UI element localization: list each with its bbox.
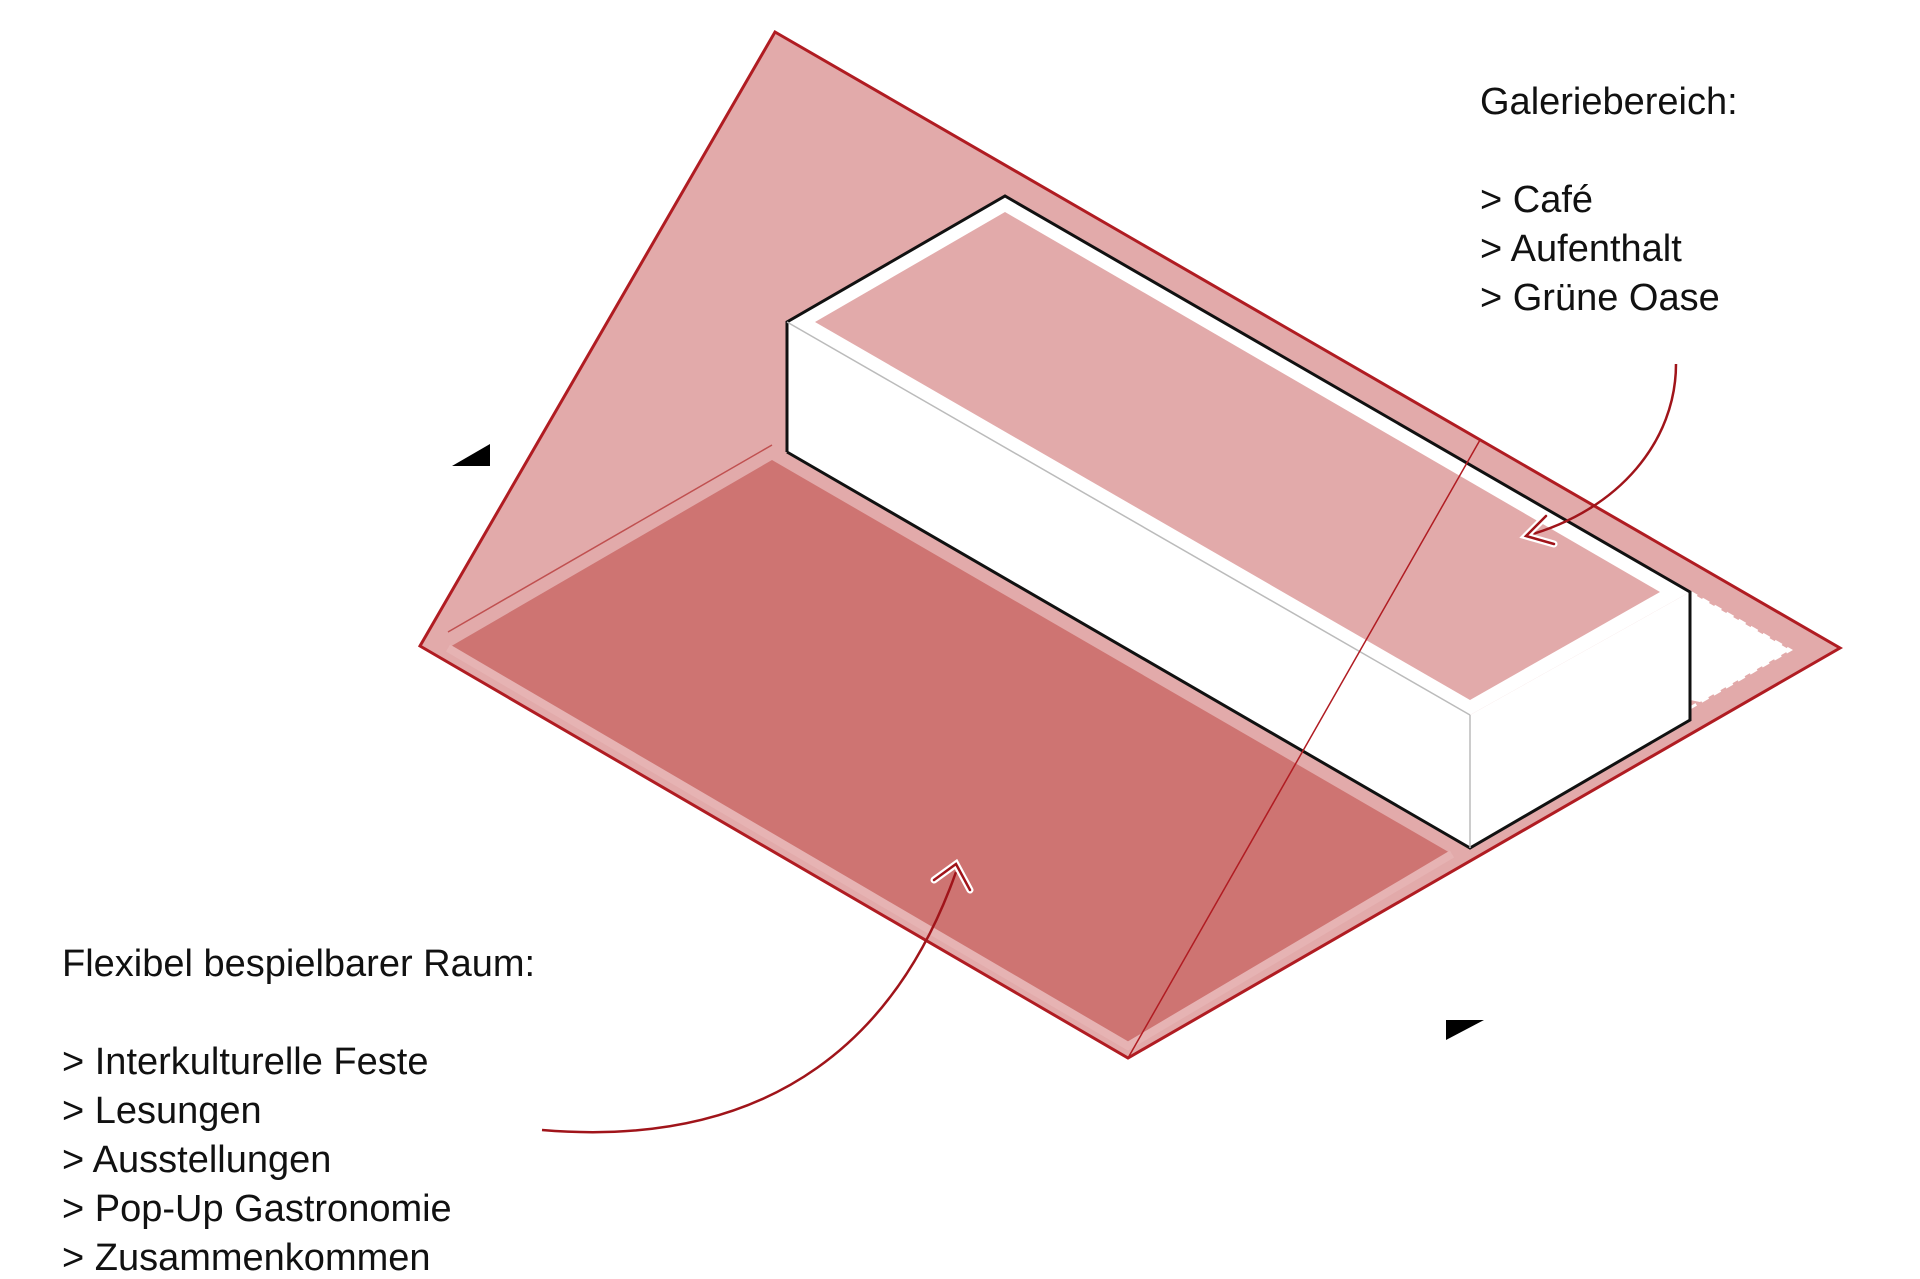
gallery-arrowhead-inner — [1523, 514, 1556, 546]
section-marker-left — [452, 444, 490, 466]
gallery-item: > Café — [1480, 179, 1594, 221]
gallery-label-block: Galeriebereich: > Café > Aufenthalt > Gr… — [1480, 78, 1738, 323]
building-front-face — [787, 322, 1470, 848]
flex-space-heading: Flexibel bespielbarer Raum: — [62, 943, 536, 985]
plaza-area — [448, 460, 1452, 1046]
section-line — [1127, 439, 1481, 1059]
building-front-top-edge — [786, 321, 1471, 716]
plaza-border-band — [445, 644, 1455, 1051]
plaza-arrowhead-inner — [932, 862, 972, 892]
section-marker-right — [1446, 1020, 1484, 1040]
flex-space-item: > Interkulturelle Feste — [62, 1041, 429, 1083]
gallery-item: > Aufenthalt — [1480, 228, 1682, 270]
gallery-arrow — [1525, 363, 1678, 538]
building-rear-dashed — [1689, 590, 1793, 710]
flex-space-item: > Lesungen — [62, 1090, 262, 1132]
plaza-back-edge — [447, 444, 773, 633]
building-side-face — [1470, 592, 1690, 848]
gallery-heading: Galeriebereich: — [1480, 81, 1738, 123]
flex-space-item: > Ausstellungen — [62, 1139, 332, 1181]
plaza-arrow — [541, 871, 958, 1134]
roof-gallery-area — [815, 212, 1660, 700]
flex-space-label-block: Flexibel bespielbarer Raum: > Interkultu… — [62, 940, 535, 1279]
building-rear-void — [1690, 592, 1790, 702]
gallery-item: > Grüne Oase — [1480, 277, 1720, 319]
flex-space-item: > Zusammenkommen — [62, 1237, 431, 1279]
flex-space-item: > Pop-Up Gastronomie — [62, 1188, 452, 1230]
